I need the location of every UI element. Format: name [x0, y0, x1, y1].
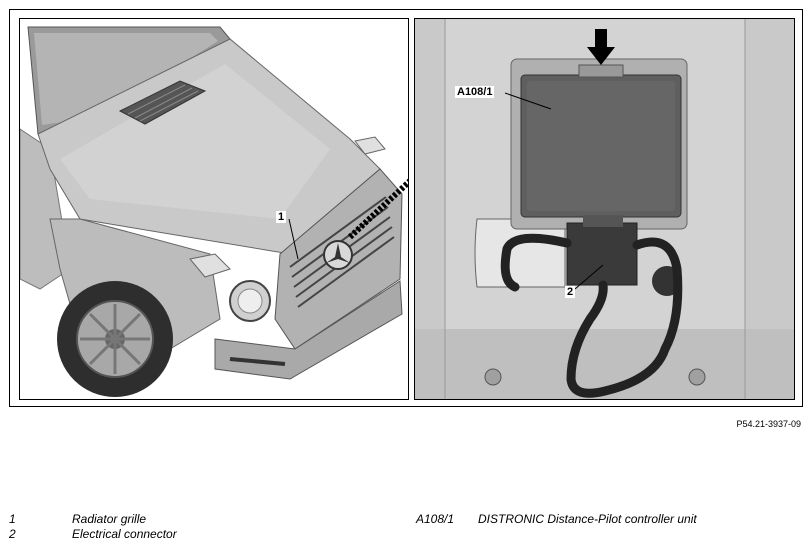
- legend-item-connector: 2 Electrical connector: [9, 527, 389, 541]
- legend-item-grille: 1 Radiator grille: [9, 512, 389, 526]
- vehicle-illustration: [20, 26, 408, 397]
- callout-grille: 1: [276, 211, 287, 223]
- legend-text: DISTRONIC Distance-Pilot controller unit: [478, 512, 697, 526]
- legend-key: A108/1: [416, 512, 455, 526]
- legend-text: Radiator grille: [72, 512, 147, 526]
- vehicle-front-view: 1: [19, 18, 409, 400]
- callout-controller: A108/1: [455, 86, 495, 98]
- controller-illustration: [415, 19, 794, 399]
- figure-reference: P54.21-3937-09: [736, 419, 801, 429]
- figure-frame: 1: [9, 9, 803, 407]
- legend-key: 1: [9, 512, 16, 526]
- callout-connector: 2: [565, 286, 576, 298]
- controller-closeup-view: A108/1 2: [414, 18, 795, 400]
- legend-item-controller: A108/1 DISTRONIC Distance-Pilot controll…: [416, 512, 806, 526]
- legend-key: 2: [9, 527, 16, 541]
- legend-text: Electrical connector: [72, 527, 177, 541]
